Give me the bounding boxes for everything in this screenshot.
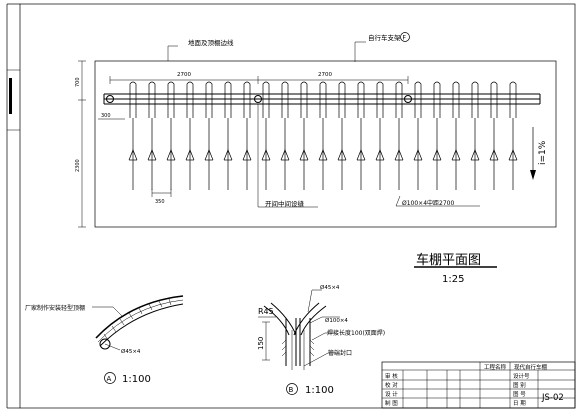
dim-top-1: 2700 [177, 72, 191, 78]
detail-a: Ø45×4 厂家制作安装轻型顶棚 A 1:100 [25, 295, 184, 385]
title-block: 工程名称 现代自行车棚 审 核 校 对 设 计 制 图 设计号 图 别 图 号 … [381, 361, 576, 409]
detail-b-mark-circle [286, 383, 298, 395]
detail-b-seal: 管端封口 [328, 349, 352, 357]
sheet-border [19, 3, 576, 409]
bike-rack [128, 81, 138, 190]
support-leader [354, 41, 366, 62]
seam-leader [257, 104, 318, 208]
bike-rack [413, 81, 423, 190]
tb-left-0: 审 核 [385, 372, 398, 380]
tb-right-3: 日 期 [513, 400, 526, 407]
detail-b-radius: R45 [258, 307, 274, 316]
plan-title: 车棚平面图 1:25 [414, 252, 497, 285]
detail-a-pipe [99, 338, 111, 350]
bike-rack [337, 81, 347, 190]
bike-rack [470, 81, 480, 190]
shed-outline [94, 60, 557, 228]
bike-rack [147, 81, 157, 190]
tb-right-0: 设计号 [513, 372, 530, 380]
bike-rack [223, 81, 233, 190]
bike-rack [204, 81, 214, 190]
dim-spacing: 350 [155, 199, 165, 205]
tb-left-2: 设 计 [385, 390, 398, 398]
detail-b-weld: 焊接长度100(双面焊) [327, 329, 385, 337]
detail-a-scale: 1:100 [122, 374, 151, 385]
dim-left-top: 700 [75, 77, 81, 87]
pipe-label: Ø100×4中距2700 [402, 199, 454, 207]
dim-left-small: 300 [101, 113, 111, 119]
bike-rack [375, 81, 385, 190]
dim-left-main: 2300 [75, 159, 81, 172]
bike-racks [128, 81, 518, 190]
support-tag-circle [400, 32, 410, 42]
binding-strip [6, 3, 20, 409]
tb-left-3: 制 图 [385, 399, 398, 407]
bike-rack [185, 81, 195, 190]
detail-b-height: 150 [257, 337, 265, 350]
plan-scale: 1:25 [442, 274, 464, 285]
bike-rack [261, 81, 271, 190]
slope-label: i=1% [538, 140, 548, 165]
tb-right-1: 图 别 [513, 381, 526, 389]
detail-a-mark-circle [104, 372, 116, 384]
pipe-leader [395, 195, 480, 207]
bike-rack [242, 81, 252, 190]
tb-right-2: 图 号 [513, 390, 526, 398]
detail-a-pipe-label: Ø45×4 [121, 348, 141, 355]
bike-rack [299, 81, 309, 190]
column-2 [254, 95, 262, 103]
edge-label: 地面及顶棚边线 [188, 38, 234, 47]
bike-rack [451, 81, 461, 190]
plan-view: 地面及顶棚边线 自行车支架 F 2700 2700 700 2300 300 [75, 32, 557, 228]
support-label: 自行车支架 [368, 33, 401, 42]
detail-b: R45 150 Ø45×4 Ø100×4 焊接长度100(双面焊) 管端封口 B… [257, 284, 385, 396]
column-3 [404, 95, 412, 103]
detail-b-pipe-main: Ø100×4 [325, 317, 348, 324]
detail-a-roof-label: 厂家制作安装轻型顶棚 [25, 304, 85, 312]
column-1 [106, 95, 114, 103]
detail-b-pipe-top: Ø45×4 [320, 284, 340, 291]
edge-leader [167, 45, 178, 61]
bike-rack [356, 81, 366, 190]
plan-title-text: 车棚平面图 [416, 252, 481, 268]
detail-a-mark: A [107, 375, 112, 383]
bike-rack [280, 81, 290, 190]
support-tag: F [403, 35, 407, 42]
detail-b-scale: 1:100 [305, 385, 334, 396]
tb-left-1: 校 对 [385, 381, 398, 389]
seam-label: 开间中间设缝 [265, 199, 305, 208]
bike-rack [432, 81, 442, 190]
bike-rack [489, 81, 499, 190]
bike-rack [318, 81, 328, 190]
bike-rack [394, 81, 404, 190]
tb-project-label: 工程名称 [484, 363, 507, 371]
tb-project-value: 现代自行车棚 [514, 363, 548, 371]
bike-rack [508, 81, 518, 190]
tb-drawing-no: JS-02 [541, 393, 564, 403]
detail-b-mark: B [289, 386, 294, 394]
bike-rack [166, 81, 176, 190]
dim-top-2: 2700 [318, 72, 332, 78]
